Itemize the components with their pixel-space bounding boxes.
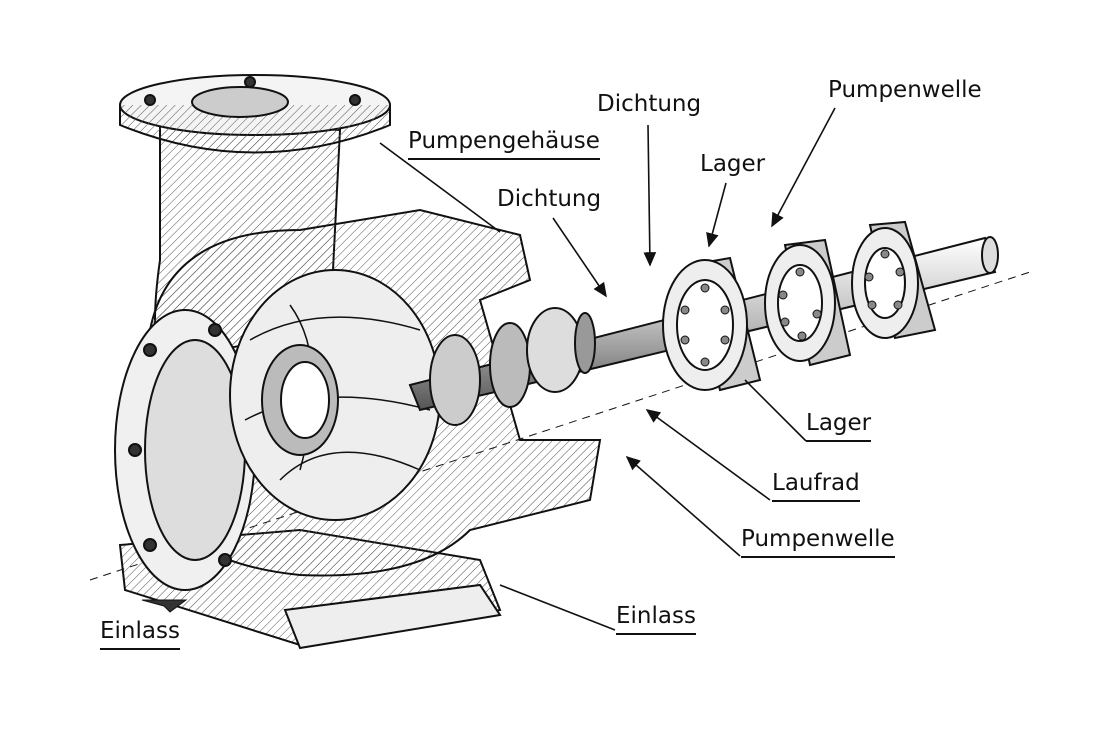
label-laufrad: Laufrad <box>772 472 860 502</box>
label-einlass-right: Einlass <box>616 605 696 635</box>
label-pumpenwelle-top: Pumpenwelle <box>828 77 982 103</box>
label-pumpengehaeuse: Pumpengehäuse <box>408 130 600 160</box>
label-dichtung-mid: Dichtung <box>497 186 602 212</box>
label-lager-bottom: Lager <box>806 412 872 442</box>
label-pumpenwelle-bottom: Pumpenwelle <box>741 528 895 558</box>
label-lager-top: Lager <box>700 151 766 177</box>
label-dichtung-top: Dichtung <box>597 91 702 117</box>
label-einlass-left: Einlass <box>100 620 180 650</box>
